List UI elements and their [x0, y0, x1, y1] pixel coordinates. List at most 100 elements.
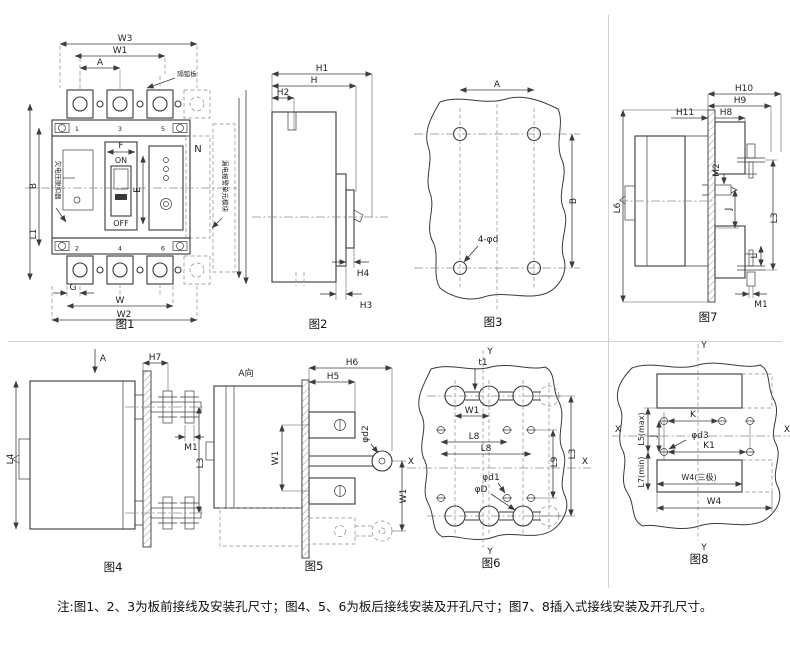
- horizontal-divider: [8, 341, 782, 342]
- fig4-dim-m1: M1: [184, 443, 198, 453]
- fig5-dim-h5: H5: [327, 372, 340, 382]
- fig6-hole-callout-d1: φd1: [482, 473, 499, 483]
- fig1-label-arc-plate: 隔弧板: [177, 69, 197, 78]
- fig7-dim-l6: L6: [613, 202, 623, 213]
- fig2-dim-h1: H1: [316, 64, 329, 74]
- fig5-dim-h6: H6: [346, 358, 359, 368]
- fig8-y-top-label: Y: [700, 341, 707, 351]
- fig2-dim-h4: H4: [357, 269, 370, 279]
- fig3-dim-b: B: [569, 198, 579, 204]
- fig2-dim-h3: H3: [360, 301, 373, 311]
- figure-3: A B 4-φd 图3: [414, 80, 580, 329]
- fig8-dim-l7-min: L7(min): [637, 457, 646, 488]
- fig8-dim-w4: W4: [707, 497, 722, 507]
- fig1-dim-g: G: [70, 283, 77, 293]
- fig1-terminal-4: 4: [118, 245, 122, 253]
- fig1-terminal-2: 2: [75, 245, 79, 253]
- fig7-dim-m1: M1: [754, 300, 768, 310]
- fig7-dim-l3: L3: [770, 213, 780, 224]
- fig7-dim-m2: M2: [712, 163, 722, 177]
- fig4-geometry: [11, 349, 205, 548]
- fig8-geometry: [612, 344, 790, 540]
- fig5-hole-callout-d2: φd2: [361, 425, 371, 442]
- figure-6: Y t1 W1 L8 L8 X X φd1 φD L9 L3 Y 图6: [407, 347, 591, 570]
- fig1-n-pole-label: N: [194, 144, 201, 155]
- fig7-dim-h11: H11: [676, 108, 694, 118]
- sheet-note: 注:图1、2、3为板前接线及安装孔尺寸；图4、5、6为板后接线安装及开孔尺寸；图…: [57, 599, 713, 614]
- fig5-geometry: [205, 365, 406, 559]
- fig7-geometry: [619, 91, 782, 303]
- fig8-x-left-label: X: [615, 425, 621, 435]
- fig5-dim-w1-body: W1: [271, 451, 281, 466]
- fig1-terminal-3: 3: [118, 125, 122, 133]
- fig1-dim-f: F: [118, 141, 123, 151]
- fig4-section-arrow-label: A: [100, 354, 107, 364]
- fig7-caption: 图7: [699, 310, 718, 324]
- figure-1: W3 W1 A 隔弧板 1 3 5 F ON OFF E N 欠电压脱扣器 漏电…: [25, 34, 249, 331]
- fig1-label-undervoltage-release: 欠电压脱扣器: [54, 161, 63, 201]
- fig2-dim-h2: H2: [277, 88, 290, 98]
- vertical-divider: [608, 15, 609, 588]
- figure-7: H10 H9 H8 H11 M2 J L6 L3 L M1 图7: [613, 84, 782, 324]
- fig6-x-right-label: X: [582, 457, 588, 467]
- fig1-geometry: [25, 41, 249, 323]
- fig6-dim-l8-upper: L8: [469, 432, 480, 442]
- fig2-caption: 图2: [309, 317, 328, 331]
- fig6-geometry: [407, 350, 591, 548]
- fig1-dim-w3: W3: [118, 34, 133, 44]
- fig1-dim-w1: W1: [113, 46, 128, 56]
- fig4-caption: 图4: [104, 560, 123, 574]
- fig3-hole-callout: 4-φd: [478, 235, 499, 245]
- fig5-caption: 图5: [305, 559, 324, 573]
- figure-2: H1 H H2 H4 H3 图2: [252, 64, 388, 331]
- fig1-off-label: OFF: [113, 219, 129, 228]
- fig8-y-bottom-label: Y: [700, 543, 707, 553]
- fig6-dim-t1: t1: [478, 358, 487, 368]
- fig1-dim-b: B: [29, 183, 39, 189]
- fig4-dim-l4: L4: [6, 453, 16, 464]
- fig8-dim-w4-3pole: W4(三极): [681, 472, 716, 482]
- fig6-dim-l3: L3: [568, 449, 578, 460]
- fig1-dim-w2: W2: [117, 310, 132, 320]
- fig8-dim-j: J: [649, 435, 659, 439]
- fig6-dim-l8-lower: L8: [481, 444, 492, 454]
- fig6-y-top-label: Y: [486, 347, 493, 357]
- fig6-y-bottom-label: Y: [486, 547, 493, 557]
- fig1-on-label: ON: [115, 156, 127, 165]
- fig5-view-label: A向: [238, 367, 253, 379]
- fig6-dim-w1: W1: [465, 406, 480, 416]
- fig5-dim-w1-right: W1: [399, 489, 409, 504]
- fig1-dim-a: A: [97, 58, 104, 68]
- fig1-terminal-6: 6: [161, 245, 165, 253]
- fig1-caption: 图1: [116, 317, 135, 331]
- fig7-dim-h9: H9: [734, 96, 747, 106]
- fig1-dim-l1: L1: [29, 229, 39, 240]
- fig8-dim-k1: K1: [703, 441, 715, 451]
- fig8-hole-callout-d3: φd3: [691, 431, 708, 441]
- fig6-hole-callout-D: φD: [475, 485, 488, 495]
- fig6-x-left-label: X: [408, 457, 414, 467]
- fig2-geometry: [252, 71, 388, 300]
- fig1-dim-w: W: [116, 296, 125, 306]
- fig1-dim-e: E: [133, 187, 143, 193]
- fig7-dim-j: J: [724, 208, 734, 212]
- fig6-dim-l9: L9: [550, 456, 560, 467]
- fig3-dim-a: A: [494, 80, 501, 90]
- fig6-caption: 图6: [482, 556, 501, 570]
- fig7-dim-l: L: [750, 253, 760, 258]
- figure-4: A H7 M1 L4 L3 图4: [6, 349, 206, 574]
- fig8-caption: 图8: [690, 552, 709, 566]
- fig3-caption: 图3: [484, 315, 503, 329]
- fig1-terminal-1: 1: [75, 125, 79, 133]
- fig2-dim-h: H: [311, 76, 318, 86]
- figure-8: Y X X K K1 φd3 L5(max) J L7(min) W4(三极) …: [612, 341, 790, 566]
- fig8-dim-k: K: [690, 410, 697, 420]
- fig7-dim-h8: H8: [720, 108, 733, 118]
- fig8-dim-l5-max: L5(max): [637, 412, 646, 445]
- fig1-terminal-5: 5: [161, 125, 165, 133]
- fig3-geometry: [414, 87, 580, 310]
- fig1-label-leakage-alarm-module: 漏电报警单元模块: [221, 160, 230, 213]
- fig7-dim-h10: H10: [735, 84, 753, 94]
- fig4-dim-h7: H7: [149, 353, 162, 363]
